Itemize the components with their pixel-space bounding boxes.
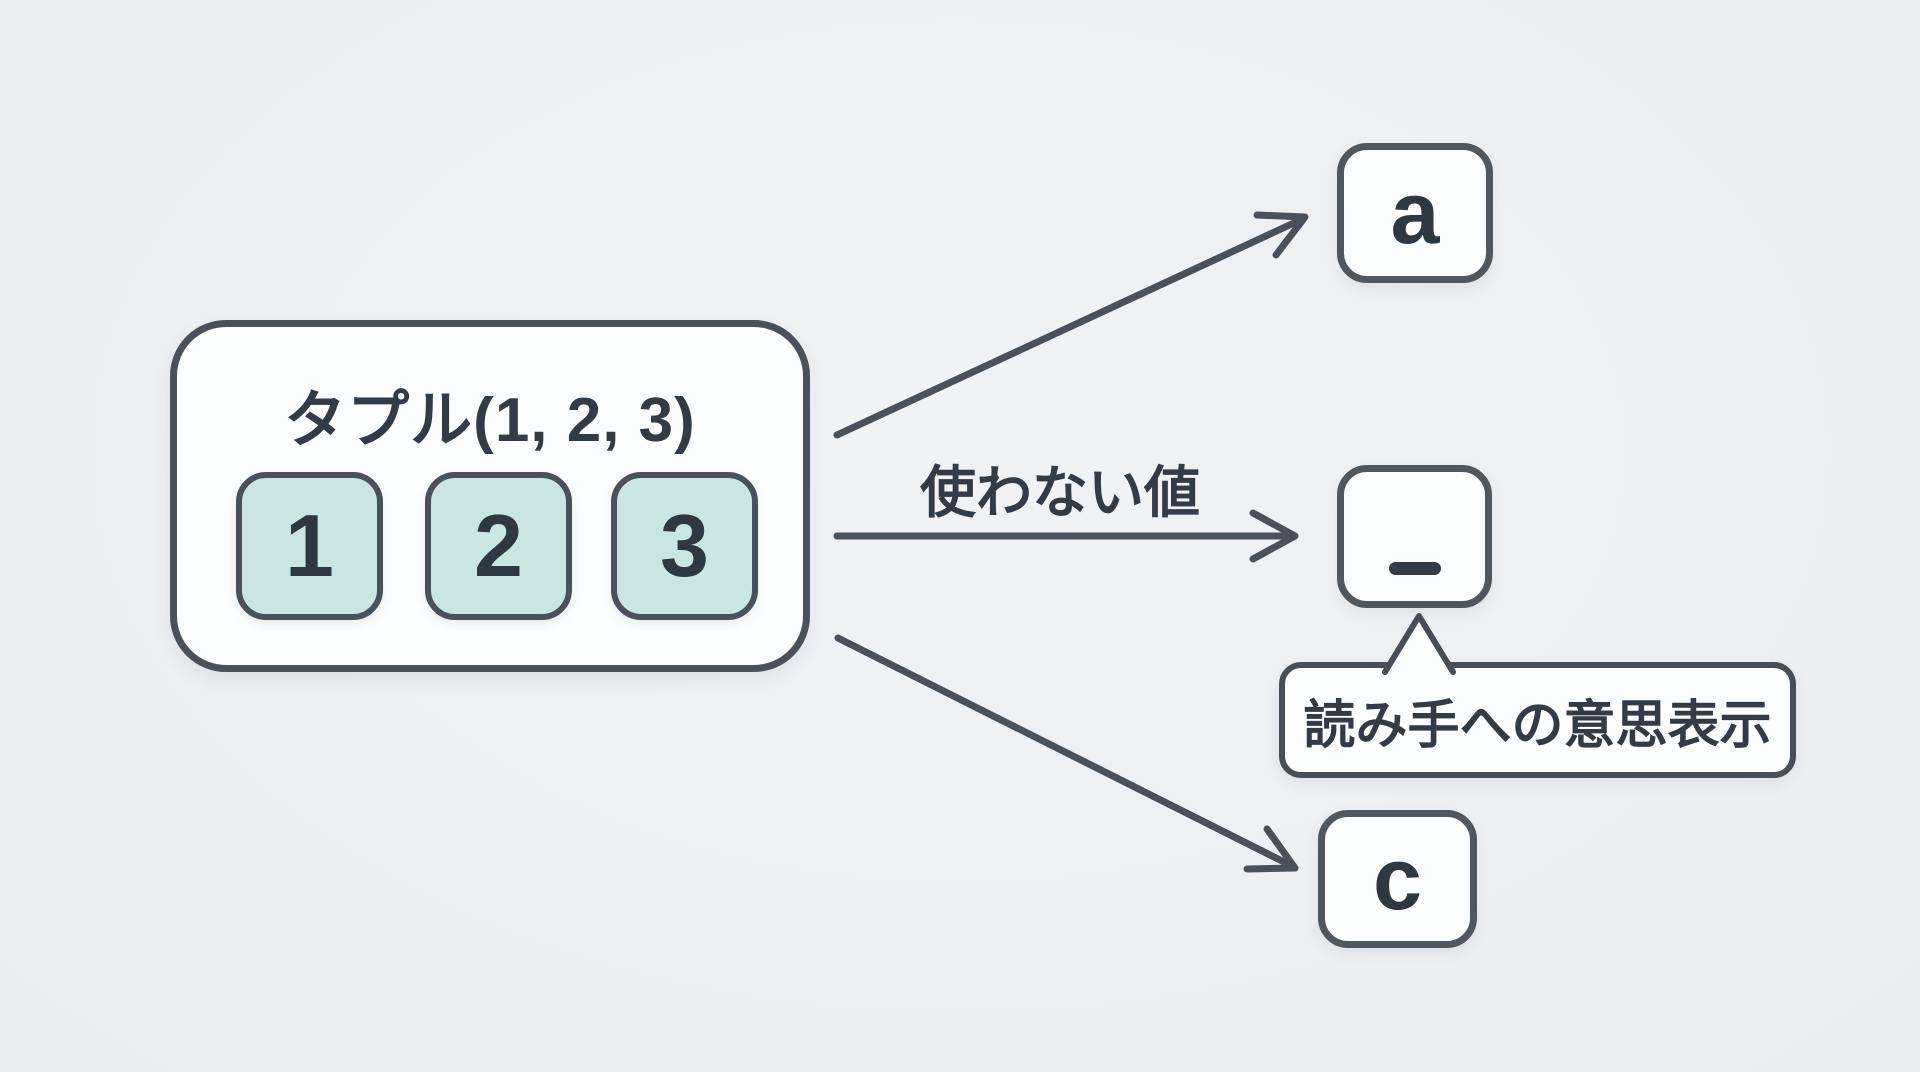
tuple-item-3: 3 — [611, 472, 758, 620]
variable-box-underscore — [1337, 465, 1492, 608]
tuple-item-2: 2 — [425, 472, 572, 620]
tuple-item-2-value: 2 — [474, 496, 523, 595]
underscore-icon — [1388, 562, 1441, 575]
arrow-to-a — [833, 211, 1309, 439]
tuple-item-3-value: 3 — [660, 496, 709, 595]
tuple-title: タプル(1, 2, 3) — [284, 386, 696, 455]
variable-c-label: c — [1373, 829, 1422, 928]
callout-text: 読み手への意思表示 — [1303, 696, 1772, 755]
unused-value-label: 使わない値 — [920, 461, 1200, 524]
variable-box-a: a — [1337, 143, 1493, 283]
callout-bubble: 読み手への意思表示 — [1279, 662, 1796, 778]
tuple-item-1: 1 — [236, 472, 383, 620]
variable-box-c: c — [1318, 810, 1477, 948]
variable-a-label: a — [1390, 163, 1440, 262]
tuple-item-1-value: 1 — [285, 496, 334, 595]
arrow-to-c — [834, 634, 1299, 873]
tuple-box: タプル(1, 2, 3) 1 2 3 — [170, 320, 810, 672]
